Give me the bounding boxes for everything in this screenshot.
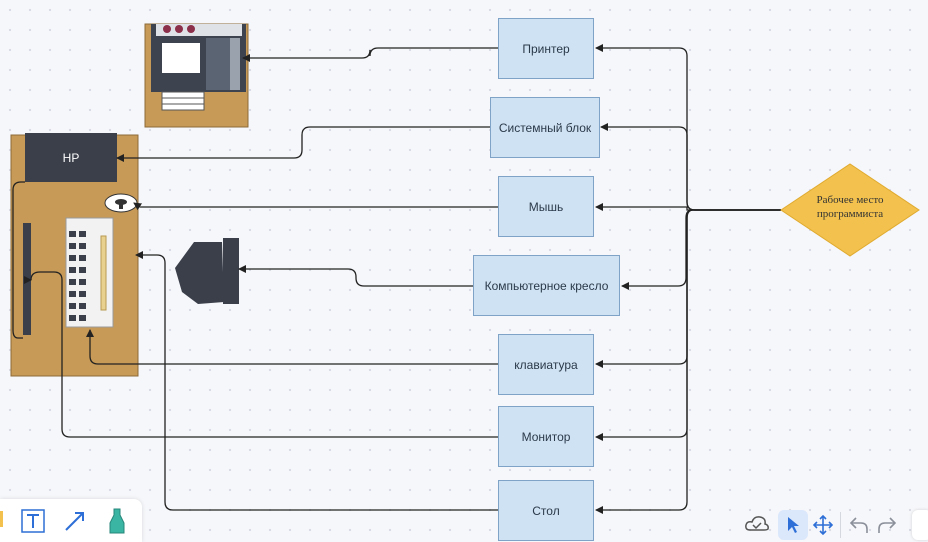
node-system-unit[interactable]: Системный блок bbox=[490, 97, 600, 158]
redo-icon[interactable] bbox=[876, 514, 898, 536]
connector-chair bbox=[621, 209, 781, 290]
pen-tool-icon[interactable] bbox=[104, 507, 130, 535]
drawing-toolbar bbox=[0, 499, 142, 542]
center-diamond bbox=[780, 163, 920, 257]
pan-icon[interactable] bbox=[812, 514, 834, 536]
connector-keyboard bbox=[595, 209, 781, 368]
undo-icon[interactable] bbox=[848, 514, 870, 536]
node-monitor[interactable]: Монитор bbox=[498, 406, 594, 467]
node-mouse-label: Мышь bbox=[528, 199, 564, 214]
node-monitor-label: Монитор bbox=[521, 429, 571, 444]
toolbar-divider bbox=[840, 512, 841, 538]
pointer-button[interactable] bbox=[778, 510, 808, 540]
node-printer-label: Принтер bbox=[522, 41, 570, 56]
connector-printer bbox=[595, 44, 781, 211]
hp-monitor bbox=[25, 133, 117, 182]
connector-keyboard-image bbox=[86, 329, 498, 365]
desk-illustration[interactable] bbox=[10, 133, 139, 377]
node-desk[interactable]: Стол bbox=[498, 480, 594, 541]
node-mouse[interactable]: Мышь bbox=[498, 176, 594, 237]
connector-chair-image bbox=[238, 265, 473, 287]
connector-desk bbox=[595, 209, 781, 514]
node-printer[interactable]: Принтер bbox=[498, 18, 594, 79]
more-button[interactable] bbox=[912, 510, 928, 540]
chair-illustration[interactable] bbox=[175, 238, 239, 304]
connector-printer-image bbox=[242, 47, 498, 62]
connector-monitor bbox=[595, 209, 781, 441]
connector-monitor-image bbox=[27, 271, 498, 438]
connector-desk-image bbox=[135, 251, 498, 511]
printer-illustration[interactable] bbox=[144, 23, 249, 128]
node-desk-label: Стол bbox=[532, 503, 560, 518]
center-label: Рабочее место программиста bbox=[816, 194, 884, 220]
connector-cable bbox=[12, 181, 25, 339]
arrow-tool-icon[interactable] bbox=[62, 508, 88, 534]
side-monitor bbox=[23, 223, 31, 335]
sticky-note-icon[interactable] bbox=[0, 511, 3, 527]
node-system-unit-label: Системный блок bbox=[498, 120, 592, 135]
connector-mouse-image bbox=[133, 202, 498, 211]
text-tool-icon[interactable] bbox=[20, 508, 46, 534]
node-keyboard[interactable]: клавиатура bbox=[498, 334, 594, 395]
node-chair-label: Компьютерное кресло bbox=[484, 278, 609, 293]
connector-hp bbox=[116, 126, 491, 162]
hp-label: HP bbox=[62, 150, 80, 165]
cloud-sync-icon[interactable] bbox=[744, 514, 770, 534]
node-chair[interactable]: Компьютерное кресло bbox=[473, 255, 620, 316]
view-toolbar bbox=[740, 506, 928, 542]
node-keyboard-label: клавиатура bbox=[514, 357, 578, 372]
pointer-icon bbox=[788, 517, 799, 533]
connector-system-unit bbox=[600, 123, 781, 211]
